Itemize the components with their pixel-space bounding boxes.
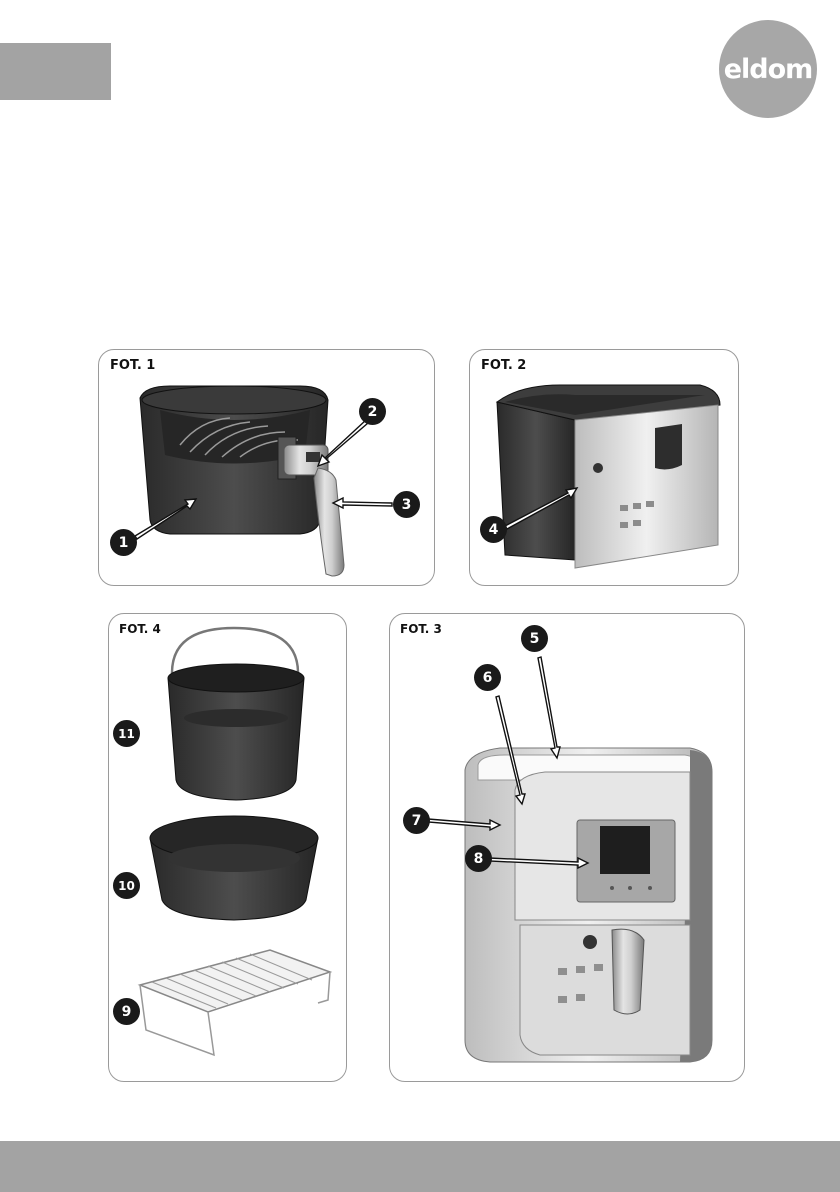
callout-4: 4: [480, 516, 507, 543]
callout-5: 5: [521, 625, 548, 652]
callout-3: 3: [393, 491, 420, 518]
fot2-drawer-illustration: [497, 385, 720, 568]
fot1-basket-illustration: [140, 386, 344, 576]
footer-bar: [0, 1141, 840, 1192]
callout-1: 1: [110, 529, 137, 556]
fot4-accessories-illustration: [140, 628, 330, 1055]
callout-2: 2: [359, 398, 386, 425]
callout-8: 8: [465, 845, 492, 872]
callout-6: 6: [474, 664, 501, 691]
callout-7: 7: [403, 807, 430, 834]
callout-10: 10: [113, 872, 140, 899]
fot3-airfryer-illustration: [465, 748, 712, 1062]
callout-9: 9: [113, 998, 140, 1025]
callout-11: 11: [113, 720, 140, 747]
